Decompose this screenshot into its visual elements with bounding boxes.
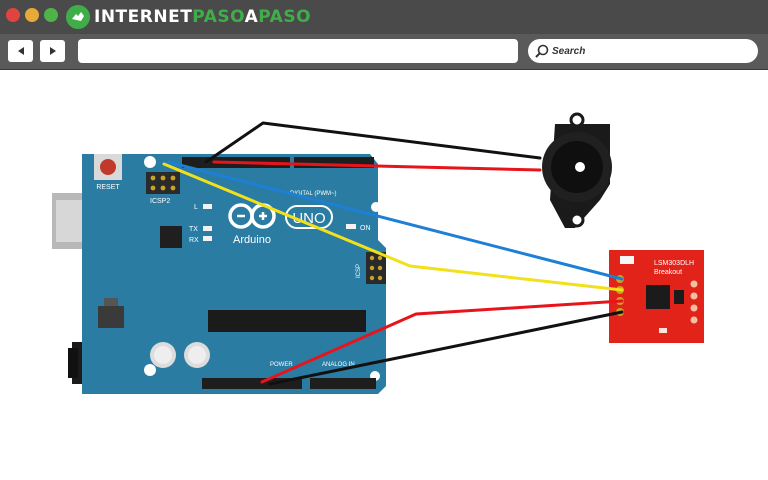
title-bar: INTERNETPASOAPASO [0,0,768,34]
yellow-wire-sensor [162,162,624,292]
forward-button[interactable] [40,40,65,62]
analog-label: ANALOG IN [322,362,355,368]
icsp2-label: ICSP2 [150,198,170,205]
logo-text: INTERNETPASOAPASO [94,7,312,27]
minimize-window-button[interactable] [25,8,39,22]
uno-label: UNO [292,210,325,227]
blue-wire-sensor [166,160,624,281]
site-logo[interactable]: INTERNETPASOAPASO [66,4,311,30]
black-wire-buzzer [204,121,542,164]
led-l-label: L [194,204,198,211]
digital-label: DIGITAL (PWM~) [290,191,337,197]
voltage-regulator [98,298,124,328]
wires [162,121,624,386]
piezo-buzzer [542,112,612,228]
led-rx-label: RX [189,237,199,244]
reset-label: RESET [96,184,120,191]
circuit-diagram: RESET ICSP2 DIGITAL (PWM~) [52,112,704,394]
arrow-left-icon [17,47,24,55]
arduino-uno-board: RESET ICSP2 DIGITAL (PWM~) [82,154,386,394]
reset-button: RESET [94,154,122,191]
atmega-chip [208,310,366,332]
search-box[interactable]: Search [528,39,758,63]
arduino-logo: UNO Arduino [228,203,333,246]
page-content: RESET ICSP2 DIGITAL (PWM~) [0,70,768,480]
address-bar[interactable] [78,39,518,63]
arrow-right-icon [49,47,56,55]
red-wire-sensor [260,299,624,384]
magnifier-icon [535,44,549,58]
logo-hands-icon [66,5,90,29]
lsm303dlh-sensor-board: LSM303DLH Breakout [609,250,704,343]
led-on-label: ON [360,225,371,232]
capacitors [150,342,210,368]
sensor-sub-label: Breakout [654,269,682,276]
back-button[interactable] [8,40,33,62]
icsp-header: ICSP [356,252,386,284]
close-window-button[interactable] [6,8,20,22]
analog-header: ANALOG IN [310,362,376,389]
browser-toolbar: Search [0,34,768,70]
sensor-name-label: LSM303DLH [654,260,694,267]
maximize-window-button[interactable] [44,8,58,22]
black-wire-sensor [268,310,624,386]
icsp-label: ICSP [356,264,362,278]
icsp2-header: ICSP2 [146,172,180,205]
status-leds: L TX RX ON [189,204,371,244]
red-wire-buzzer [212,160,542,172]
arduino-label: Arduino [233,234,271,246]
power-header: POWER [202,362,302,389]
search-placeholder: Search [552,45,586,57]
led-tx-label: TX [189,226,198,233]
usb-chip [160,226,182,248]
power-label: POWER [270,362,293,368]
